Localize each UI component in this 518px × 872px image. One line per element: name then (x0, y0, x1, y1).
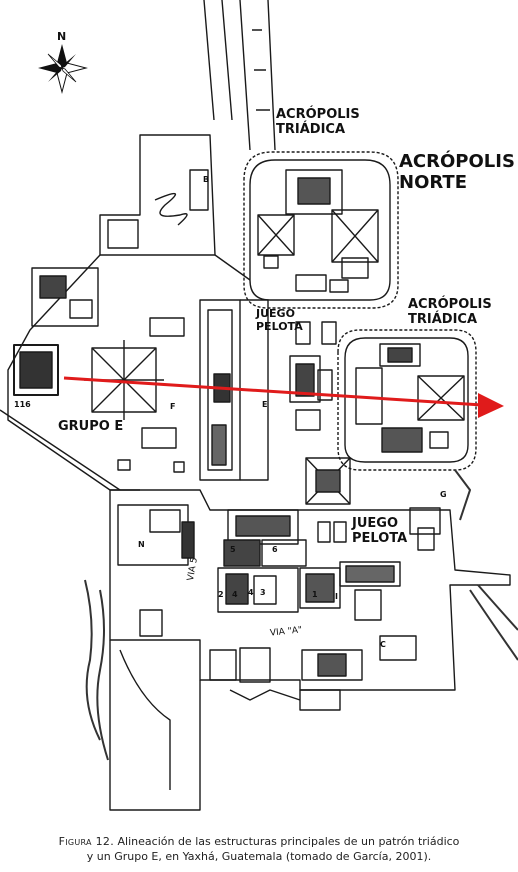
label-line: ACRÓPOLIS (276, 107, 360, 122)
west-plaza-b (99, 134, 216, 256)
east-terrain (454, 469, 518, 661)
caption-line-1: Figura 12. Alineación de las estructuras… (0, 834, 518, 849)
structure-letter: 5 (230, 545, 236, 554)
caption-text-1: Alineación de las estructuras principale… (117, 835, 460, 848)
structure-letter: G (440, 490, 447, 499)
acropolis-triadica-right (337, 329, 477, 471)
grupo-e (13, 267, 185, 473)
acropolis-norte-compound (243, 151, 399, 309)
south-causeway (109, 609, 341, 811)
label-line: ACRÓPOLIS (399, 151, 515, 172)
structure-letter: E (262, 400, 268, 409)
structure-letter: 4 (248, 588, 254, 597)
alignment-arrow (63, 376, 504, 418)
ball-court-top (289, 321, 337, 431)
structure-letter: C (380, 640, 386, 649)
label-line: JUEGO (352, 516, 398, 531)
structure-letter: F (170, 402, 176, 411)
middle-pyramid (305, 457, 351, 505)
label-line: ACRÓPOLIS (408, 297, 492, 312)
structure-letter: I (335, 592, 338, 601)
west-ravine (84, 579, 109, 761)
structure-letter: N (138, 540, 145, 549)
label-acropolis-triadica-top: ACRÓPOLIS TRIÁDICA (276, 107, 360, 138)
figure-caption: Figura 12. Alineación de las estructuras… (0, 834, 518, 864)
south-acropolis (109, 489, 511, 691)
label-line: TRIÁDICA (408, 311, 478, 327)
site-map (0, 0, 518, 811)
structure-letter: 116 (14, 400, 31, 409)
compass-north-label: N (57, 30, 67, 43)
label-grupo-e: GRUPO E (58, 419, 124, 434)
structure-letter: 4 (232, 590, 238, 599)
north-causeway (203, 0, 276, 151)
label-line: JUEGO (256, 307, 295, 320)
north-arrow (38, 44, 88, 94)
structure-letter: 2 (218, 590, 224, 599)
structure-letter: 3 (260, 588, 266, 597)
label-juego-pelota-top: JUEGO PELOTA (256, 307, 303, 333)
structure-letter: 6 (272, 545, 278, 554)
label-line: PELOTA (352, 530, 408, 546)
structure-letter: 1 (312, 590, 318, 599)
caption-line-2: y un Grupo E, en Yaxhá, Guatemala (tomad… (86, 850, 432, 863)
structure-letter: B (203, 175, 210, 184)
label-acropolis-triadica-right: ACRÓPOLIS TRIÁDICA (408, 297, 492, 328)
label-juego-pelota-bottom: JUEGO PELOTA (352, 516, 408, 547)
label-line: NORTE (399, 171, 467, 193)
label-line: TRIÁDICA (276, 121, 346, 137)
figure-number: Figura 12. (58, 835, 115, 848)
label-line: PELOTA (256, 319, 303, 333)
label-acropolis-norte: ACRÓPOLIS NORTE (399, 151, 515, 193)
